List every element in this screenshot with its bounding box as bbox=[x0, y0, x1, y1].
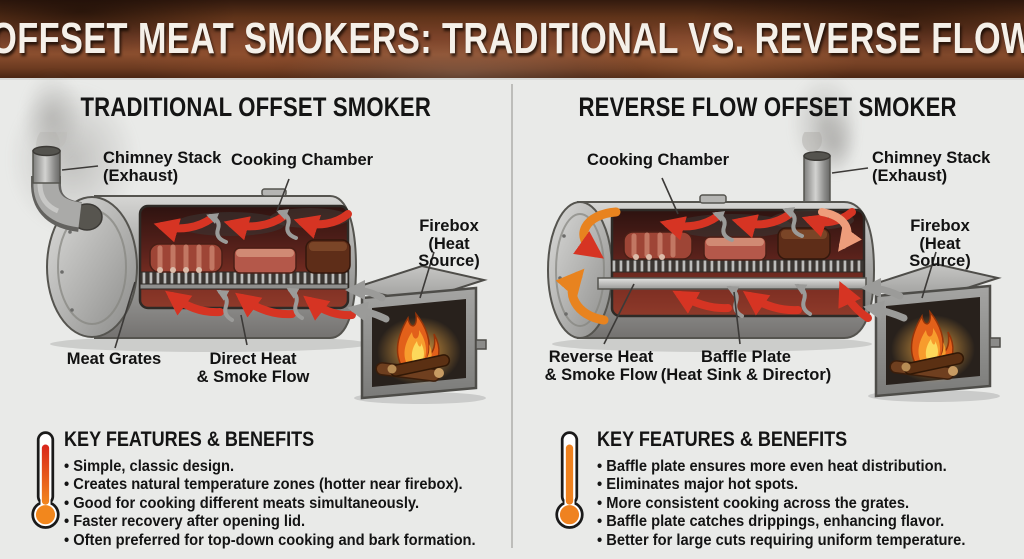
ribs bbox=[623, 231, 693, 260]
feature-item: Simple, classic design. bbox=[64, 458, 510, 476]
label-cooking-chamber: Cooking Chamber bbox=[230, 151, 374, 169]
features-heading: KEY FEATURES & BENEFITS bbox=[597, 428, 848, 451]
feature-item: Creates natural temperature zones (hotte… bbox=[64, 476, 510, 494]
label-chimney-stack: Chimney Stack (Exhaust) bbox=[103, 149, 222, 185]
traditional-smoker-illustration bbox=[31, 132, 488, 406]
feature-item: Baffle plate catches drippings, enhancin… bbox=[597, 513, 1024, 531]
feature-item: Faster recovery after opening lid. bbox=[64, 513, 510, 531]
panel-title-traditional: TRADITIONAL OFFSET SMOKER bbox=[80, 92, 432, 122]
meat-grate bbox=[139, 271, 349, 290]
firebox-intake-arrows bbox=[860, 277, 908, 322]
label-direct-heat-flow: Direct Heat & Smoke Flow bbox=[196, 350, 310, 386]
reverse-flow-smoker-illustration bbox=[547, 132, 1002, 404]
pointer-lines bbox=[603, 167, 937, 345]
firebox bbox=[352, 264, 488, 406]
label-firebox: Firebox (Heat Source) bbox=[909, 217, 971, 271]
feature-item: Baffle plate ensures more even heat dist… bbox=[597, 458, 1024, 476]
reverse-u-turn-arrows bbox=[555, 207, 862, 325]
feature-item: Good for cooking different meats simulta… bbox=[64, 495, 510, 513]
ribs bbox=[149, 243, 223, 273]
firebox-intake-arrows bbox=[344, 279, 390, 323]
thermometer-icon bbox=[555, 431, 584, 529]
pork-belly bbox=[233, 247, 297, 274]
pork-belly bbox=[703, 236, 767, 261]
brisket bbox=[777, 227, 831, 260]
features-heading: KEY FEATURES & BENEFITS bbox=[64, 428, 315, 451]
brisket bbox=[305, 239, 351, 274]
chimney-stack bbox=[802, 132, 831, 209]
panel-divider bbox=[511, 84, 513, 548]
features-list: Simple, classic design. Creates natural … bbox=[64, 458, 510, 550]
thermometer-icon bbox=[31, 431, 60, 529]
label-cooking-chamber: Cooking Chamber bbox=[586, 151, 730, 169]
smoke-arrows bbox=[206, 209, 304, 322]
panel-reverse-flow: REVERSE FLOW OFFSET SMOKER bbox=[512, 74, 1024, 559]
panel-traditional: TRADITIONAL OFFSET SMOKER bbox=[0, 72, 512, 559]
feature-item: Eliminates major hot spots. bbox=[597, 476, 1024, 494]
label-chimney-stack: Chimney Stack (Exhaust) bbox=[872, 149, 991, 185]
features-list: Baffle plate ensures more even heat dist… bbox=[597, 458, 1024, 550]
feature-item: Better for large cuts requiring uniform … bbox=[597, 532, 1024, 550]
page-title: OFFSET MEAT SMOKERS: TRADITIONAL VS. REV… bbox=[0, 14, 1024, 63]
meat-grate bbox=[611, 259, 865, 273]
panel-title-reverse: REVERSE FLOW OFFSET SMOKER bbox=[578, 92, 958, 122]
label-firebox: Firebox (Heat Source) bbox=[418, 217, 480, 271]
pointer-lines bbox=[61, 165, 435, 349]
label-baffle-plate: Baffle Plate (Heat Sink & Director) bbox=[660, 348, 832, 384]
feature-item: Often preferred for top-down cooking and… bbox=[64, 532, 510, 550]
banner: OFFSET MEAT SMOKERS: TRADITIONAL VS. REV… bbox=[0, 0, 1024, 80]
feature-item: More consistent cooking across the grate… bbox=[597, 495, 1024, 513]
label-meat-grates: Meat Grates bbox=[66, 350, 162, 368]
label-reverse-heat-flow: Reverse Heat & Smoke Flow bbox=[544, 348, 658, 384]
firebox bbox=[866, 262, 1002, 404]
smoke-arrows bbox=[712, 207, 812, 318]
chimney-stack bbox=[31, 145, 103, 232]
